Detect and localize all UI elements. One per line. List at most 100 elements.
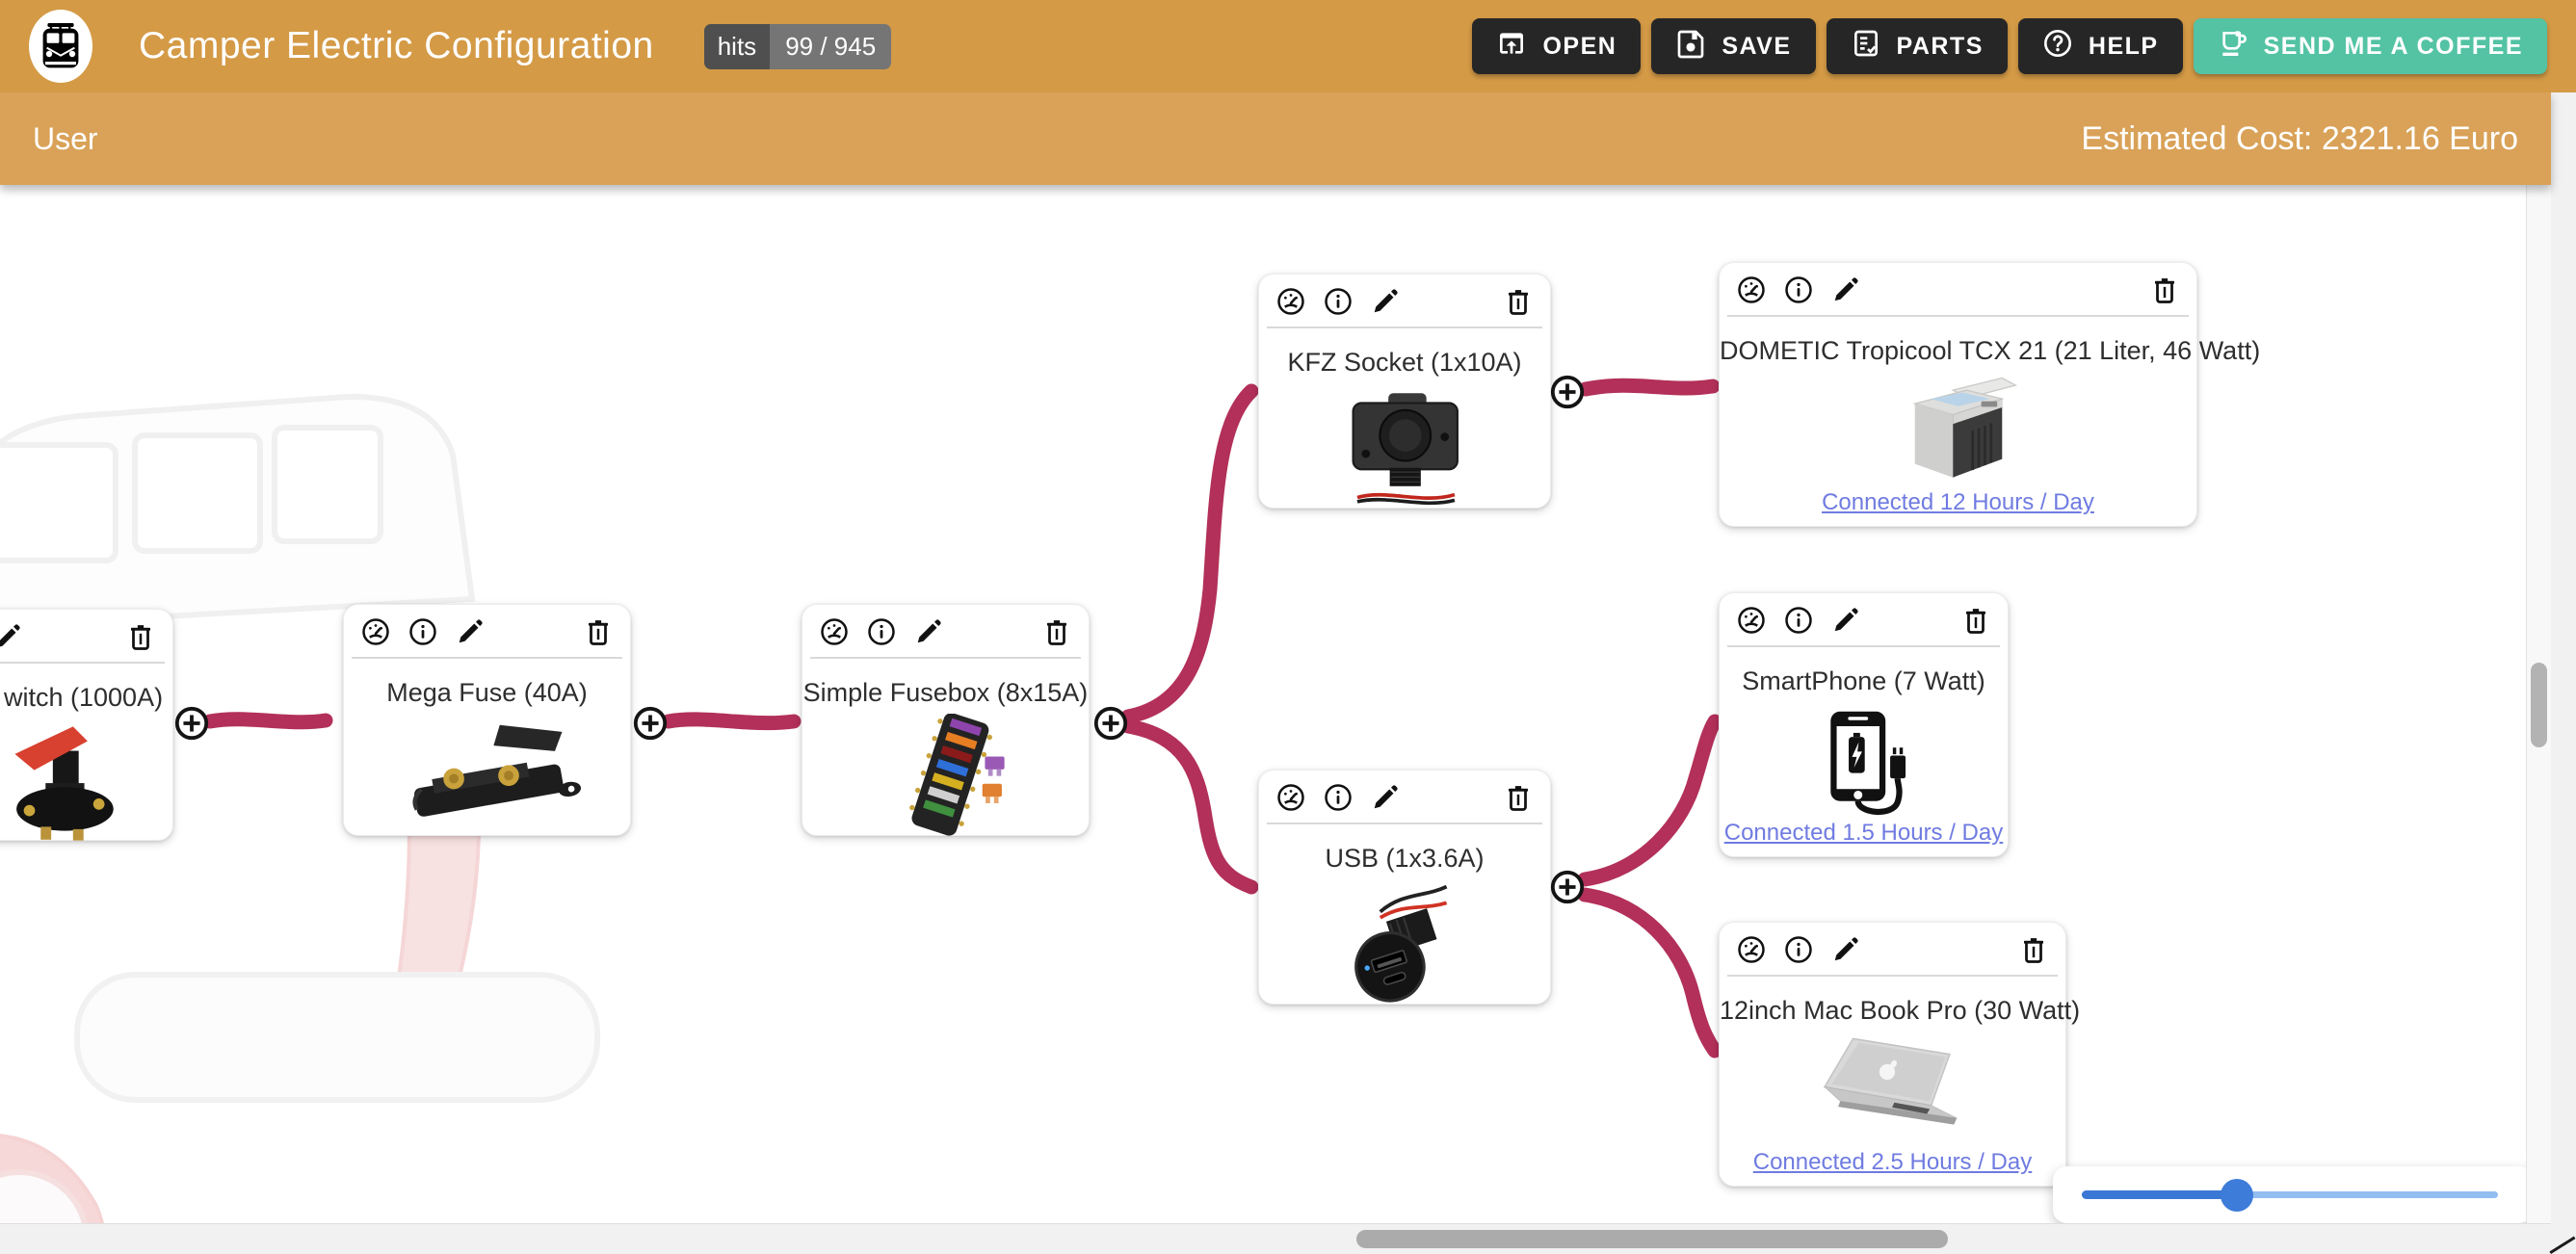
resize-corner-mark xyxy=(2549,1236,2576,1254)
help-icon xyxy=(2042,28,2073,65)
horizontal-scrollbar-thumb[interactable] xyxy=(1356,1230,1948,1248)
donate-coffee-button[interactable]: SEND ME A COFFEE xyxy=(2193,18,2547,74)
add-connection-button[interactable] xyxy=(173,705,210,742)
wire-usb-phone xyxy=(1577,714,1722,887)
page-title: Camper Electric Configuration xyxy=(139,25,654,66)
consumption-gauge-icon[interactable] xyxy=(1276,783,1305,812)
wire-fusebox-usb xyxy=(1120,718,1259,895)
parts-button[interactable]: PARTS xyxy=(1826,18,2008,74)
product-image-smartphone xyxy=(1720,702,2008,816)
app-header: Camper Electric Configuration hits 99 / … xyxy=(0,0,2576,92)
camper-van-icon xyxy=(42,23,79,68)
connection-wires xyxy=(202,378,1722,1058)
vertical-scrollbar-thumb[interactable] xyxy=(2531,663,2547,747)
edit-icon[interactable] xyxy=(456,617,485,646)
consumption-gauge-icon[interactable] xyxy=(820,617,849,646)
consumption-gauge-icon[interactable] xyxy=(1737,935,1766,964)
wire-usb-macbook xyxy=(1577,887,1722,1058)
add-connection-button[interactable] xyxy=(1549,374,1586,410)
connected-hours-link[interactable]: Connected 1.5 Hours / Day xyxy=(1723,820,2004,846)
wire-kfz-dometic xyxy=(1578,378,1721,397)
node-battery-switch[interactable]: witch (1000A) xyxy=(0,609,173,841)
node-title: DOMETIC Tropicool TCX 21 (21 Liter, 46 W… xyxy=(1720,336,2261,365)
open-button[interactable]: OPEN xyxy=(1472,18,1642,74)
product-image-macbook xyxy=(1720,1032,2065,1145)
user-label: User xyxy=(33,120,98,156)
node-title: 12inch Mac Book Pro (30 Watt) xyxy=(1720,996,2081,1025)
user-bar: User Estimated Cost: 2321.16 Euro xyxy=(0,92,2551,185)
delete-icon[interactable] xyxy=(2150,275,2179,304)
consumption-gauge-icon[interactable] xyxy=(1737,275,1766,304)
edit-icon[interactable] xyxy=(1371,783,1400,812)
product-image-usb-socket xyxy=(1259,879,1550,1005)
edit-icon[interactable] xyxy=(1831,935,1860,964)
product-image-mega-fuse xyxy=(344,714,630,834)
delete-icon[interactable] xyxy=(1961,606,1990,635)
help-button[interactable]: HELP xyxy=(2017,18,2183,74)
info-icon[interactable] xyxy=(1784,606,1813,635)
node-smartphone[interactable]: SmartPhone (7 Watt) Connected 1.5 Hours … xyxy=(1719,592,2009,857)
add-connection-button[interactable] xyxy=(632,705,669,742)
open-icon xyxy=(1496,28,1527,65)
wire-megafuse-fusebox xyxy=(661,712,802,731)
add-connection-button[interactable] xyxy=(1092,705,1129,742)
zoom-slider-track[interactable] xyxy=(2082,1191,2498,1198)
info-icon[interactable] xyxy=(1324,287,1353,316)
info-icon[interactable] xyxy=(1784,935,1813,964)
delete-icon[interactable] xyxy=(1504,783,1533,812)
delete-icon[interactable] xyxy=(1042,617,1071,646)
coffee-cup-icon xyxy=(2218,28,2248,65)
node-simple-fusebox[interactable]: Simple Fusebox (8x15A) xyxy=(802,604,1090,836)
edit-icon[interactable] xyxy=(1831,606,1860,635)
edit-icon[interactable] xyxy=(914,617,943,646)
node-macbook[interactable]: 12inch Mac Book Pro (30 Watt) Connected … xyxy=(1719,922,2081,1187)
node-title: Mega Fuse (40A) xyxy=(386,678,588,707)
zoom-slider-fill xyxy=(2082,1190,2237,1199)
product-image-battery-switch xyxy=(0,718,172,844)
hits-label: hits xyxy=(703,23,771,69)
consumption-gauge-icon[interactable] xyxy=(361,617,390,646)
edit-icon[interactable] xyxy=(1831,275,1860,304)
node-title: Simple Fusebox (8x15A) xyxy=(802,678,1089,707)
save-icon xyxy=(1675,28,1706,65)
wire-switch-megafuse xyxy=(202,712,333,730)
product-image-kfz-socket xyxy=(1259,383,1550,507)
add-connection-button[interactable] xyxy=(1549,869,1586,905)
delete-icon[interactable] xyxy=(1504,287,1533,316)
node-mega-fuse[interactable]: Mega Fuse (40A) xyxy=(343,604,631,836)
node-title: witch (1000A) xyxy=(4,683,164,712)
hits-counter: hits 99 / 945 xyxy=(703,23,892,69)
parts-icon xyxy=(1851,28,1881,65)
info-icon[interactable] xyxy=(408,617,437,646)
zoom-slider xyxy=(2053,1166,2533,1223)
info-icon[interactable] xyxy=(867,617,896,646)
node-dometic-cooler[interactable]: DOMETIC Tropicool TCX 21 (21 Liter, 46 W… xyxy=(1719,262,2261,527)
info-icon[interactable] xyxy=(1324,783,1353,812)
consumption-gauge-icon[interactable] xyxy=(1276,287,1305,316)
horizontal-scrollbar xyxy=(0,1223,2551,1254)
delete-icon[interactable] xyxy=(584,617,613,646)
node-title: USB (1x3.6A) xyxy=(1325,844,1485,873)
delete-icon[interactable] xyxy=(2019,935,2048,964)
node-title: SmartPhone (7 Watt) xyxy=(1742,666,1985,695)
delete-icon[interactable] xyxy=(126,622,155,651)
estimated-cost: Estimated Cost: 2321.16 Euro xyxy=(2081,119,2518,157)
product-image-dometic xyxy=(1720,372,2196,485)
consumption-gauge-icon[interactable] xyxy=(1737,606,1766,635)
node-title: KFZ Socket (1x10A) xyxy=(1287,348,1522,377)
node-kfz-socket[interactable]: KFZ Socket (1x10A) xyxy=(1258,274,1551,509)
save-button[interactable]: SAVE xyxy=(1651,18,1816,74)
edit-icon[interactable] xyxy=(1371,287,1400,316)
connected-hours-link[interactable]: Connected 2.5 Hours / Day xyxy=(1752,1149,2033,1175)
zoom-slider-thumb[interactable] xyxy=(2221,1179,2253,1212)
hits-value: 99 / 945 xyxy=(770,23,892,69)
node-usb-socket[interactable]: USB (1x3.6A) xyxy=(1258,770,1551,1005)
info-icon[interactable] xyxy=(1784,275,1813,304)
app-logo xyxy=(29,10,92,83)
wire-fusebox-kfz xyxy=(1120,383,1259,724)
product-image-fusebox xyxy=(802,714,1089,837)
connected-hours-link[interactable]: Connected 12 Hours / Day xyxy=(1822,489,2094,515)
diagram-canvas[interactable]: witch (1000A) Mega Fuse (40A) xyxy=(0,185,2551,1223)
vertical-scrollbar xyxy=(2526,185,2551,1223)
edit-icon[interactable] xyxy=(0,622,22,651)
